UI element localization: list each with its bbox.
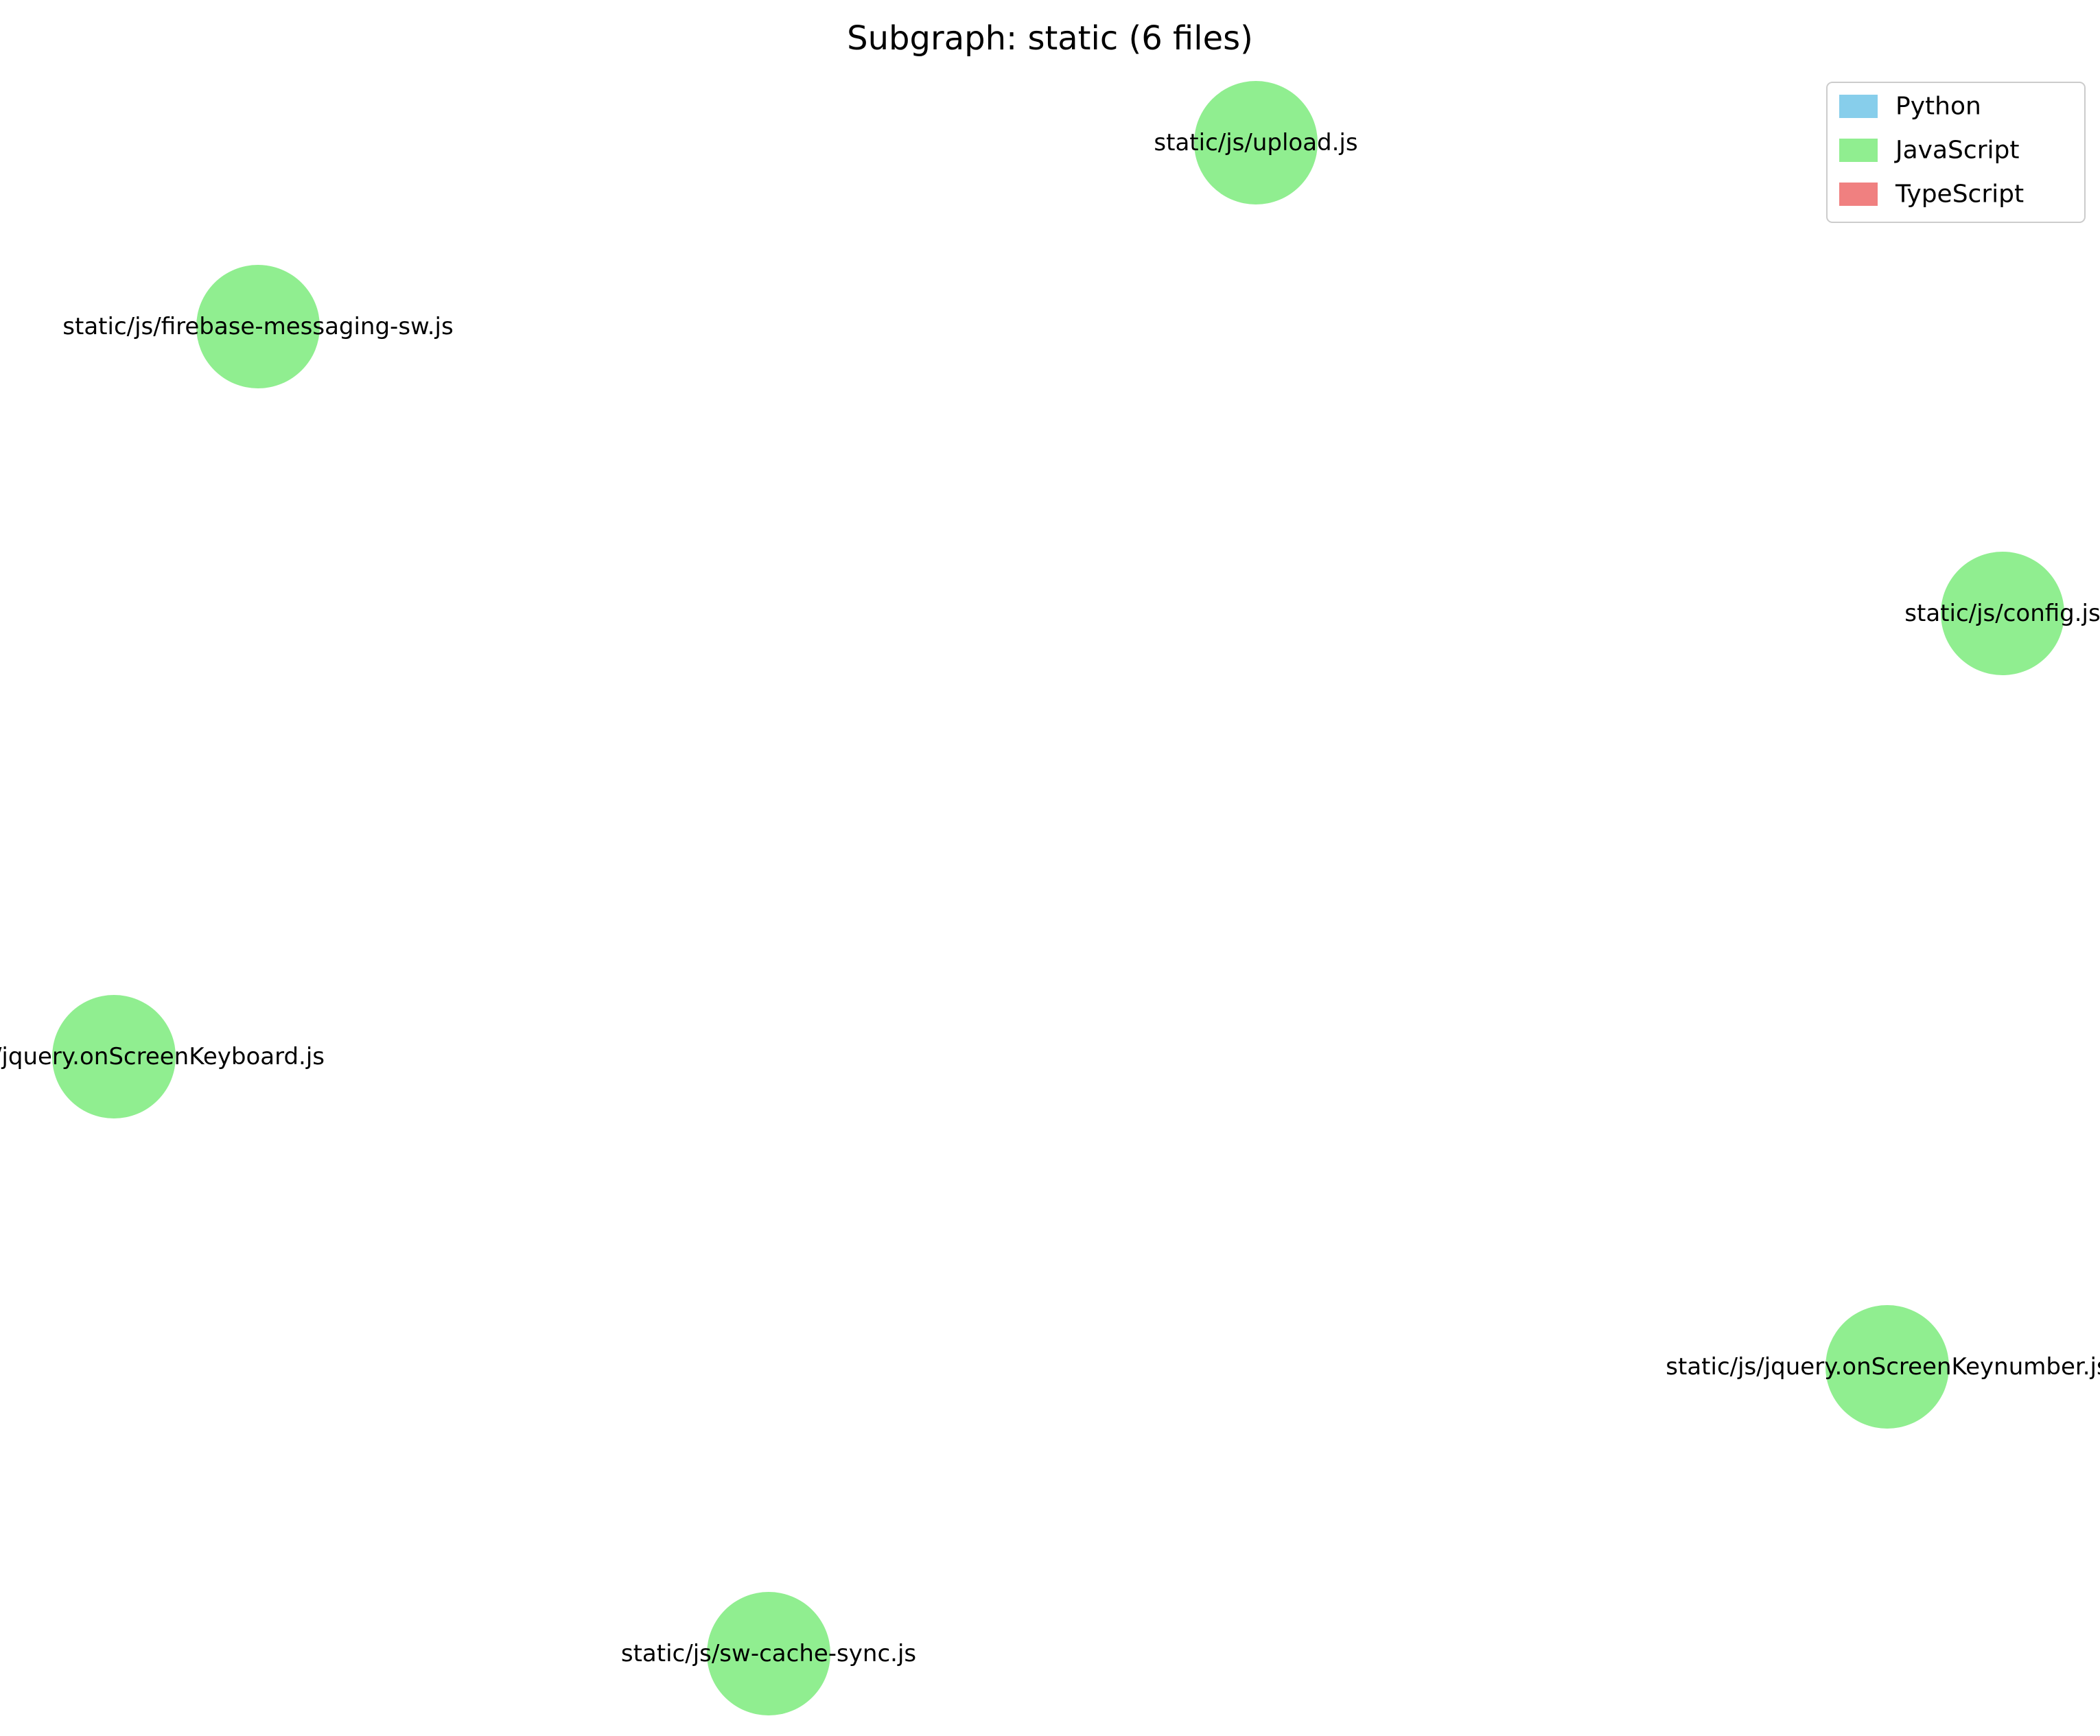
node-label: static/js/sw-cache-sync.js [621,1640,916,1667]
node-label: static/js/jquery.onScreenKeyboard.js [0,1043,325,1070]
legend-label: TypeScript [1895,180,2024,209]
nodes-layer: static/js/upload.js static/js/firebase-me… [0,81,2100,1715]
legend-swatch [1839,139,1878,162]
graph-node [52,995,176,1118]
legend-swatch [1839,183,1878,206]
graph-title: Subgraph: static (6 files) [847,19,1253,58]
legend-swatch [1839,95,1878,118]
graph-node [1825,1305,1949,1429]
node-label: static/js/upload.js [1154,129,1357,156]
graph-node [196,265,320,388]
node-labels: static/js/upload.js static/js/firebase-me… [0,129,2100,1667]
node-label: static/js/config.js [1904,600,2100,627]
legend-frame [1826,82,2086,223]
legend-label: Python [1895,93,1981,121]
graph-node [707,1592,830,1715]
graph-node [1941,552,2064,675]
node-label: static/js/jquery.onScreenKeynumber.js [1666,1353,2100,1381]
graph-node [1194,81,1318,204]
node-circles [52,81,2064,1715]
node-label: static/js/firebase-messaging-sw.js [62,313,453,340]
legend-label: JavaScript [1894,137,2019,165]
